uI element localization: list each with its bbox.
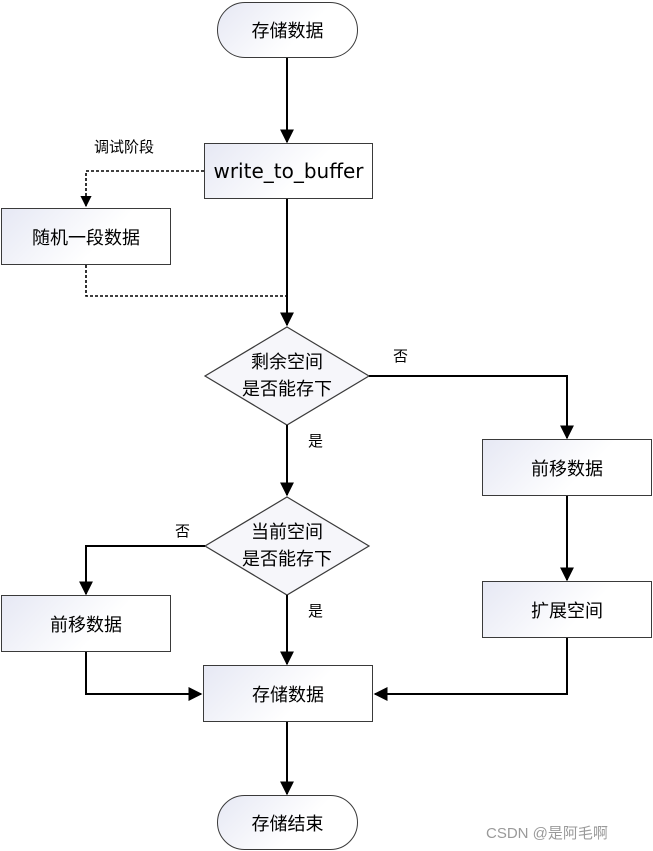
- decision-remaining-line1: 剩余空间: [251, 352, 323, 373]
- edge-leftmove-to-store: [85, 652, 203, 701]
- decision-remaining-space: 剩余空间 是否能存下: [225, 346, 349, 406]
- random-data-process: 随机一段数据: [1, 208, 171, 265]
- remaining-no-label: 否: [393, 347, 409, 365]
- write-to-buffer-label: write_to_buffer: [213, 159, 364, 183]
- debug-stage-label: 调试阶段: [94, 138, 155, 156]
- store-data-label: 存储数据: [252, 684, 324, 706]
- write-to-buffer-process: write_to_buffer: [204, 143, 373, 199]
- edge-write-to-random-dotted: [80, 170, 204, 208]
- decision-current-line1: 当前空间: [251, 522, 323, 543]
- decision-current-space: 当前空间 是否能存下: [225, 516, 349, 576]
- current-yes-label: 是: [308, 602, 324, 620]
- start-terminal: 存储数据: [217, 2, 358, 58]
- expand-space-label: 扩展空间: [531, 600, 603, 622]
- start-label: 存储数据: [251, 21, 324, 42]
- edge-random-to-main-dotted: [85, 265, 287, 297]
- remaining-yes-label: 是: [308, 432, 324, 450]
- edge-current-no: [79, 545, 205, 596]
- decision-remaining-line2: 是否能存下: [242, 379, 332, 400]
- move-forward-right-label: 前移数据: [531, 458, 603, 480]
- end-label: 存储结束: [251, 813, 324, 835]
- random-data-label: 随机一段数据: [32, 227, 140, 249]
- move-forward-left-process: 前移数据: [1, 595, 171, 652]
- move-forward-right-process: 前移数据: [482, 439, 652, 496]
- move-forward-left-label: 前移数据: [50, 614, 122, 636]
- edge-expand-to-store: [373, 637, 568, 701]
- store-data-process: 存储数据: [203, 665, 373, 722]
- csdn-watermark: CSDN @是阿毛啊: [486, 825, 608, 842]
- end-terminal: 存储结束: [217, 795, 358, 850]
- decision-current-line2: 是否能存下: [242, 549, 332, 570]
- current-no-label: 否: [175, 522, 191, 540]
- edge-remaining-no: [369, 375, 574, 440]
- expand-space-process: 扩展空间: [482, 581, 652, 638]
